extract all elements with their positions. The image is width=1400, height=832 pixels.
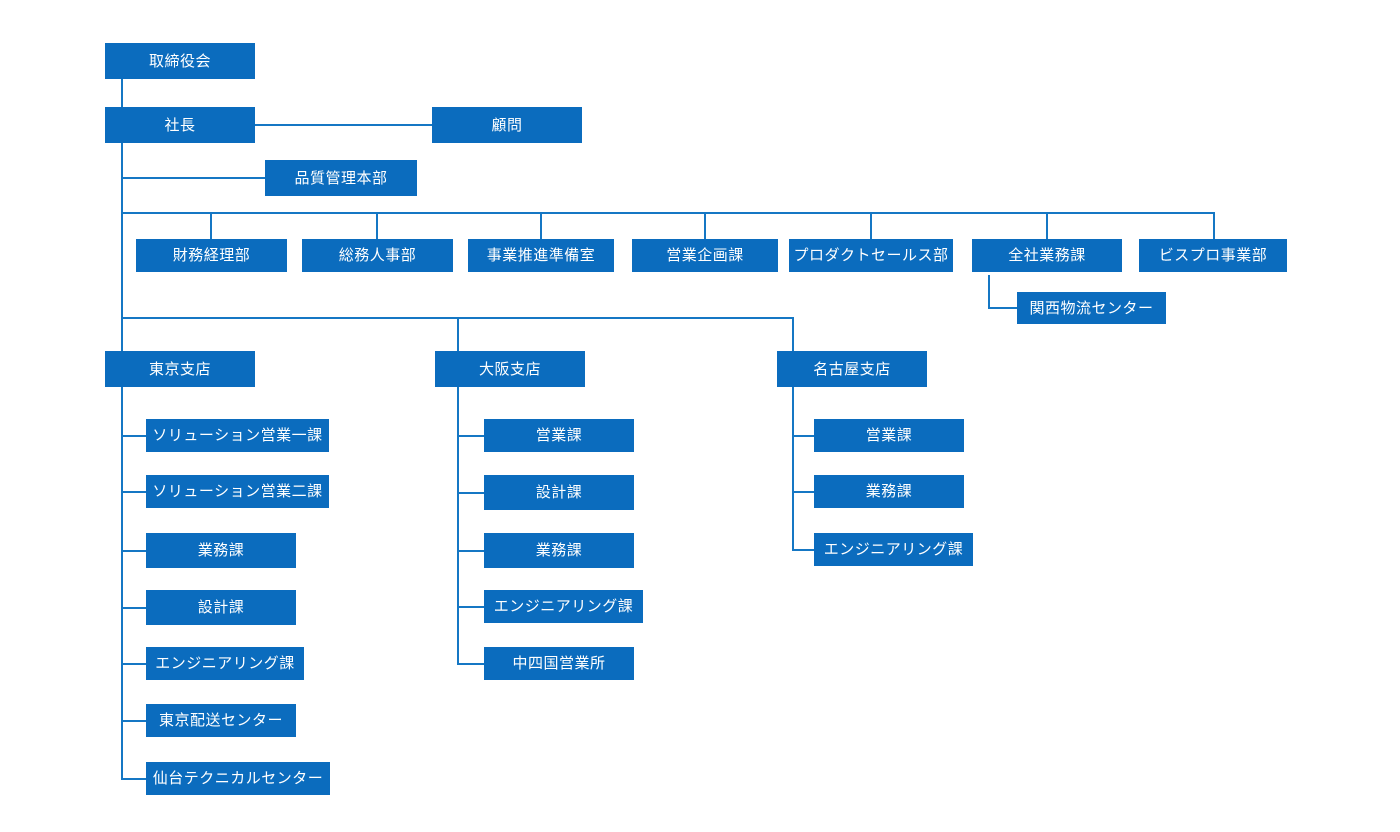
node-branch-nagoya[interactable]: 名古屋支店 — [777, 351, 927, 387]
node-kansai-logistics-center[interactable]: 関西物流センター — [1017, 292, 1166, 324]
edge-branch-stub-nagoya — [792, 317, 794, 351]
edge-tokyo-child-7 — [121, 778, 146, 780]
edge-osaka-trunk — [457, 387, 459, 664]
edge-dept-stub-1 — [210, 212, 212, 239]
edge-nagoya-child-3 — [792, 549, 814, 551]
node-department-companywide-operations[interactable]: 全社業務課 — [972, 239, 1122, 272]
edge-dept-stub-2 — [376, 212, 378, 239]
node-osaka-operations[interactable]: 業務課 — [484, 533, 634, 568]
edge-osaka-child-3 — [457, 550, 484, 552]
edge-president-to-quality — [121, 177, 265, 179]
edge-nagoya-trunk — [792, 387, 794, 550]
node-nagoya-engineering[interactable]: エンジニアリング課 — [814, 533, 973, 566]
edge-branch-stub-osaka — [457, 317, 459, 351]
node-tokyo-engineering[interactable]: エンジニアリング課 — [146, 647, 304, 680]
node-department-business-promotion[interactable]: 事業推進準備室 — [468, 239, 614, 272]
edge-zensha-to-kansai-h — [988, 307, 1018, 309]
node-tokyo-design[interactable]: 設計課 — [146, 590, 296, 625]
edge-nagoya-child-2 — [792, 491, 814, 493]
node-branch-osaka[interactable]: 大阪支店 — [435, 351, 585, 387]
edge-zensha-to-kansai — [988, 275, 990, 308]
edge-main-trunk — [121, 143, 123, 319]
node-chushikoku-sales-office[interactable]: 中四国営業所 — [484, 647, 634, 680]
node-tokyo-solution-sales-2[interactable]: ソリューション営業二課 — [146, 475, 329, 508]
edge-dept-stub-4 — [704, 212, 706, 239]
edge-osaka-child-1 — [457, 435, 484, 437]
node-department-product-sales[interactable]: プロダクトセールス部 — [789, 239, 953, 272]
node-president[interactable]: 社長 — [105, 107, 255, 143]
node-tokyo-solution-sales-1[interactable]: ソリューション営業一課 — [146, 419, 329, 452]
node-sendai-technical-center[interactable]: 仙台テクニカルセンター — [146, 762, 330, 795]
edge-dept-stub-3 — [540, 212, 542, 239]
edge-tokyo-child-5 — [121, 663, 146, 665]
node-department-bizpro[interactable]: ビスプロ事業部 — [1139, 239, 1287, 272]
edge-president-to-advisor — [255, 124, 432, 126]
edge-dept-stub-6 — [1046, 212, 1048, 239]
node-nagoya-operations[interactable]: 業務課 — [814, 475, 964, 508]
node-department-general-affairs[interactable]: 総務人事部 — [302, 239, 453, 272]
node-osaka-engineering[interactable]: エンジニアリング課 — [484, 590, 643, 623]
edge-tokyo-child-2 — [121, 491, 146, 493]
edge-dept-stub-5 — [870, 212, 872, 239]
edge-branch-stub-tokyo — [121, 317, 123, 351]
edge-tokyo-trunk — [121, 387, 123, 779]
edge-board-to-president — [121, 79, 123, 107]
node-nagoya-sales[interactable]: 営業課 — [814, 419, 964, 452]
edge-tokyo-child-4 — [121, 607, 146, 609]
edge-osaka-child-5 — [457, 663, 484, 665]
node-tokyo-operations[interactable]: 業務課 — [146, 533, 296, 568]
node-tokyo-delivery-center[interactable]: 東京配送センター — [146, 704, 296, 737]
node-advisor[interactable]: 顧問 — [432, 107, 582, 143]
edge-department-bar — [121, 212, 1214, 214]
edge-tokyo-child-6 — [121, 720, 146, 722]
edge-tokyo-child-3 — [121, 550, 146, 552]
edge-osaka-child-4 — [457, 606, 484, 608]
node-department-sales-planning[interactable]: 営業企画課 — [632, 239, 778, 272]
node-quality-management-hq[interactable]: 品質管理本部 — [265, 160, 417, 196]
node-board[interactable]: 取締役会 — [105, 43, 255, 79]
edge-osaka-child-2 — [457, 492, 484, 494]
node-osaka-sales[interactable]: 営業課 — [484, 419, 634, 452]
node-department-finance[interactable]: 財務経理部 — [136, 239, 287, 272]
node-osaka-design[interactable]: 設計課 — [484, 475, 634, 510]
edge-dept-stub-7 — [1213, 212, 1215, 239]
edge-nagoya-child-1 — [792, 435, 814, 437]
node-branch-tokyo[interactable]: 東京支店 — [105, 351, 255, 387]
edge-tokyo-child-1 — [121, 435, 146, 437]
